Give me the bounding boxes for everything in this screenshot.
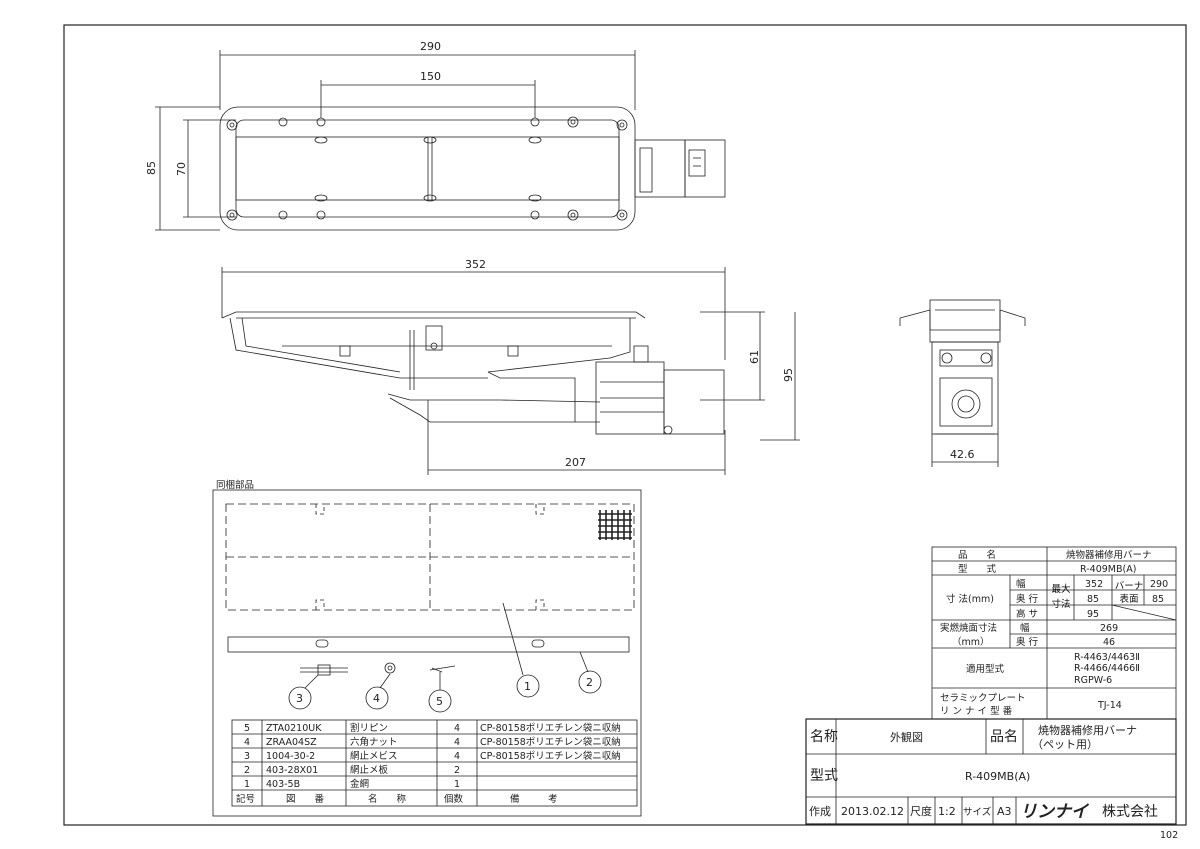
tb-size-label: サイズ (963, 806, 992, 818)
dim-side-95: 95 (782, 368, 795, 382)
row-1-name: 六角ナット (350, 736, 398, 748)
balloon-2: 2 (586, 676, 593, 689)
spec-nensho-unit: （mm） (952, 636, 990, 648)
balloon-4: 4 (373, 692, 380, 705)
mounting-holes (226, 116, 628, 221)
row-0-qty: 4 (454, 723, 460, 734)
tb-product-value-2: （ペット用） (1032, 738, 1098, 751)
row-0-name: 割リピン (350, 722, 388, 734)
header-name: 名 称 (368, 793, 407, 805)
tb-scale: 1:2 (938, 805, 956, 818)
row-2-qty: 4 (454, 751, 460, 762)
spec-tekiyo-1: R-4466/4466Ⅱ (1074, 663, 1140, 674)
spec-katashiki-value: R-409MB(A) (1080, 564, 1136, 575)
top-view: 290 150 85 70 (145, 40, 726, 231)
balloon-1: 1 (524, 680, 531, 693)
spec-saidai-1: 85 (1087, 594, 1099, 605)
dim-depth-outer: 85 (145, 161, 158, 175)
spec-burner-1: 85 (1152, 594, 1164, 605)
row-2-name: 網止メビス (350, 750, 398, 762)
tb-product-value-1: 焼物器補修用バーナ (1038, 723, 1137, 737)
row-2-dwg: 1004-30-2 (266, 751, 315, 762)
mesh-pattern (598, 510, 632, 540)
row-3-name: 網止メ板 (350, 764, 389, 776)
tb-model-label: 型式 (810, 768, 838, 784)
row-4-dwg: 403-5B (266, 779, 300, 790)
spec-haba: 幅 (1016, 578, 1026, 590)
balloon-3: 3 (296, 692, 303, 705)
tb-date: 2013.02.12 (841, 805, 904, 818)
row-3-no: 2 (244, 765, 250, 776)
spec-tekiyo-0: R-4463/4463Ⅱ (1074, 652, 1140, 663)
front-view: 42.6 (899, 299, 1026, 467)
header-dwg: 図 番 (286, 793, 325, 805)
row-3-qty: 2 (454, 765, 460, 776)
row-0-dwg: ZTA0210UK (266, 723, 322, 734)
row-2-note: CP-80158ポリエチレン袋ニ収納 (480, 750, 621, 762)
dim-depth-inner: 70 (175, 162, 188, 176)
spec-nensho-haba: 幅 (1020, 622, 1030, 634)
dim-front-width: 42.6 (950, 448, 975, 461)
tb-name-label: 名称 (810, 729, 838, 745)
spec-burner-0: 290 (1150, 579, 1168, 590)
tb-product-label: 品名 (990, 729, 1018, 745)
spec-ceramic-label1: セラミックプレート (940, 693, 1026, 704)
dim-side-bottom: 207 (565, 456, 586, 469)
spec-sunpo-label: 寸 法(mm) (946, 593, 994, 605)
spec-saidai-2: 95 (1087, 609, 1099, 620)
dim-side-length: 352 (465, 258, 486, 271)
header-qty: 個数 (444, 793, 464, 805)
spec-ceramic-value: TJ-14 (1097, 700, 1122, 711)
dim-side-61: 61 (748, 350, 761, 364)
spec-tekiyo-2: RGPW-6 (1074, 675, 1112, 686)
tb-made-label: 作成 (809, 805, 831, 818)
spec-ceramic-label2: リ ン ナ イ 型 番 (940, 705, 1013, 717)
row-1-qty: 4 (454, 737, 460, 748)
row-0-note: CP-80158ポリエチレン袋ニ収納 (480, 722, 621, 734)
spec-takasa: 高 サ (1016, 608, 1038, 620)
row-3-dwg: 403-28X01 (266, 765, 318, 776)
tb-size: A3 (997, 805, 1012, 818)
parts-list: 5 ZTA0210UK 割リピン 4 CP-80158ポリエチレン袋ニ収納 4 … (231, 719, 638, 807)
tb-name-value: 外観図 (890, 730, 923, 744)
title-block: 名称 外観図 品名 焼物器補修用バーナ （ペット用） 型式 R-409MB(A)… (805, 718, 1177, 825)
row-1-note: CP-80158ポリエチレン袋ニ収納 (480, 736, 621, 748)
spec-katashiki-label: 型 式 (958, 563, 997, 575)
header-no: 記号 (236, 793, 255, 805)
row-4-name: 金網 (350, 778, 369, 790)
spec-table: 品 名 焼物器補修用バーナ 型 式 R-409MB(A) 寸 法(mm) 幅 奥… (931, 546, 1177, 720)
spec-okuyuki: 奥 行 (1016, 593, 1039, 605)
spec-saidai-sunpo: 最大 寸法 (1051, 584, 1071, 610)
row-1-no: 4 (244, 737, 250, 748)
row-2-no: 3 (244, 751, 250, 762)
spec-nensho-okuyuki: 奥 行 (1016, 636, 1039, 648)
page-code: 102 (1160, 830, 1178, 841)
tb-scale-label: 尺度 (910, 804, 932, 818)
spec-burner-hyomen: バーナ 表面 (1114, 581, 1144, 605)
dim-hole-pitch: 150 (420, 70, 441, 83)
spec-tekiyo-label: 適用型式 (966, 663, 1005, 675)
spec-nensho-1: 46 (1103, 637, 1115, 648)
row-4-qty: 1 (454, 779, 460, 790)
company-logo: リンナイ (1020, 802, 1090, 822)
spec-nensho-0: 269 (1100, 623, 1118, 634)
side-view: 352 61 95 207 (221, 258, 800, 475)
balloon-5: 5 (436, 695, 443, 708)
dim-top-width: 290 (420, 40, 441, 53)
spec-nensho-label: 実燃焼面寸法 (940, 622, 997, 634)
row-0-no: 5 (244, 723, 250, 734)
spec-saidai-0: 352 (1085, 579, 1103, 590)
spec-hinmei-value: 焼物器補修用バーナ (1066, 549, 1152, 561)
spec-hinmei-label: 品 名 (958, 549, 996, 561)
row-1-dwg: ZRAA04SZ (266, 737, 317, 748)
parts-drawing: 同梱部品 1 (212, 479, 642, 817)
tb-model-value: R-409MB(A) (965, 770, 1030, 783)
sheet-border (63, 24, 1187, 826)
row-4-no: 1 (244, 779, 250, 790)
header-note: 備 考 (510, 793, 558, 805)
company-suffix: 株式会社 (1102, 804, 1158, 820)
parts-drawing-title: 同梱部品 (216, 479, 254, 491)
